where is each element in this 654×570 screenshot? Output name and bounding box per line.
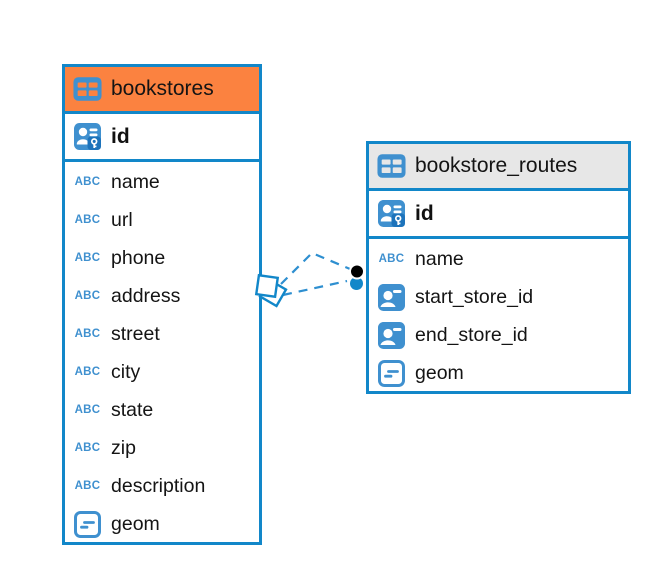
column-row-name[interactable]: ABC name xyxy=(65,163,259,201)
column-row-url[interactable]: ABC url xyxy=(65,201,259,239)
column-row-geom[interactable]: geom xyxy=(369,354,628,392)
column-row-description[interactable]: ABC description xyxy=(65,467,259,505)
geometry-icon xyxy=(73,510,102,538)
table-bookstores-header[interactable]: bookstores xyxy=(65,67,259,114)
column-name: end_store_id xyxy=(415,323,528,346)
column-name: name xyxy=(415,247,464,270)
primary-key-name: id xyxy=(111,124,130,148)
table-title: bookstore_routes xyxy=(415,154,578,177)
text-icon: ABC xyxy=(378,253,405,265)
primary-key-name: id xyxy=(415,201,434,225)
text-icon: ABC xyxy=(74,404,101,416)
text-icon: ABC xyxy=(74,176,101,188)
table-bookstore-routes[interactable]: bookstore_routes id ABC name start_store_i… xyxy=(366,141,631,394)
column-name: zip xyxy=(111,436,136,459)
column-row-address[interactable]: ABC address xyxy=(65,277,259,315)
column-row-state[interactable]: ABC state xyxy=(65,391,259,429)
geometry-icon xyxy=(377,359,406,387)
primary-key-row[interactable]: id xyxy=(369,191,628,239)
column-row-zip[interactable]: ABC zip xyxy=(65,429,259,467)
text-icon: ABC xyxy=(74,290,101,302)
primary-key-icon xyxy=(377,200,406,227)
relationship-dot-marker xyxy=(349,263,365,290)
column-name: street xyxy=(111,322,160,345)
column-row-street[interactable]: ABC street xyxy=(65,315,259,353)
text-icon: ABC xyxy=(74,252,101,264)
column-name: address xyxy=(111,284,181,307)
relationship-line-upper[interactable] xyxy=(280,251,351,285)
column-name: state xyxy=(111,398,154,421)
foreign-key-icon xyxy=(377,283,406,311)
text-icon: ABC xyxy=(74,328,101,340)
column-row-phone[interactable]: ABC phone xyxy=(65,239,259,277)
primary-key-icon xyxy=(73,123,102,150)
column-name: phone xyxy=(111,246,166,269)
text-icon: ABC xyxy=(74,214,101,226)
column-name: name xyxy=(111,170,160,193)
text-icon: ABC xyxy=(74,480,101,492)
table-bookstore-routes-header[interactable]: bookstore_routes xyxy=(369,144,628,191)
text-icon: ABC xyxy=(74,442,101,454)
column-row-name[interactable]: ABC name xyxy=(369,240,628,278)
column-name: description xyxy=(111,474,206,497)
column-name: geom xyxy=(111,512,160,535)
table-title: bookstores xyxy=(111,77,214,100)
column-name: geom xyxy=(415,361,464,384)
column-name: url xyxy=(111,208,133,231)
foreign-key-icon xyxy=(377,321,406,349)
column-name: start_store_id xyxy=(415,285,534,308)
table-icon xyxy=(73,76,102,102)
table-icon xyxy=(377,153,406,179)
relationship-line-lower[interactable] xyxy=(282,279,348,297)
column-name: city xyxy=(111,360,141,383)
column-row-start_store_id[interactable]: start_store_id xyxy=(369,278,628,316)
text-icon: ABC xyxy=(74,366,101,378)
primary-key-row[interactable]: id xyxy=(65,114,259,162)
column-row-geom[interactable]: geom xyxy=(65,505,259,543)
column-row-end_store_id[interactable]: end_store_id xyxy=(369,316,628,354)
column-row-city[interactable]: ABC city xyxy=(65,353,259,391)
